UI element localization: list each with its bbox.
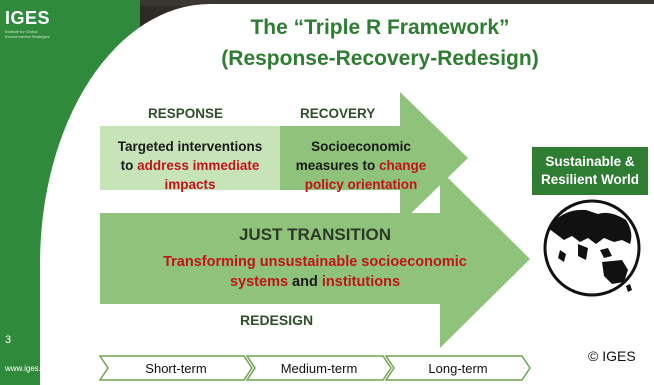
- timeline-long-term: Long-term: [428, 360, 488, 376]
- response-description: Targeted interventions to address immedi…: [117, 139, 263, 192]
- recovery-arrow: [280, 92, 468, 224]
- slide-subtitle: (Response-Recovery-Redesign): [221, 47, 539, 70]
- timeline-segment-medium: [245, 355, 392, 381]
- timeline-segment-long: [384, 355, 531, 381]
- response-box: [100, 126, 280, 190]
- page-number: 3: [5, 334, 12, 346]
- redesign-arrow: [100, 170, 530, 348]
- timeline-segment-short: [98, 355, 253, 381]
- top-bar: [0, 0, 654, 6]
- just-transition-title: JUST TRANSITION: [238, 225, 392, 244]
- recovery-label: RECOVERY: [300, 106, 376, 121]
- redesign-label: REDESIGN: [240, 312, 314, 328]
- iges-logo: IGES: [5, 8, 51, 28]
- copyright-notice: © IGES: [588, 348, 636, 364]
- globe-icon: [543, 199, 641, 297]
- website-url: www.iges.or.jp: [5, 364, 57, 373]
- iges-logo-subtitle: Institute for Global Environmental Strat…: [5, 29, 50, 39]
- sustainable-world-box: Sustainable &Resilient World: [532, 147, 648, 195]
- just-transition-description: Transforming unsustainable socioeconomic…: [163, 254, 467, 290]
- slide-title: The “Triple R Framework”: [250, 16, 510, 39]
- timeline-medium-term: Medium-term: [280, 360, 358, 376]
- response-label: RESPONSE: [148, 106, 224, 121]
- recovery-description: Socioeconomic measures to change policy …: [295, 139, 427, 192]
- timeline-short-term: Short-term: [145, 360, 207, 376]
